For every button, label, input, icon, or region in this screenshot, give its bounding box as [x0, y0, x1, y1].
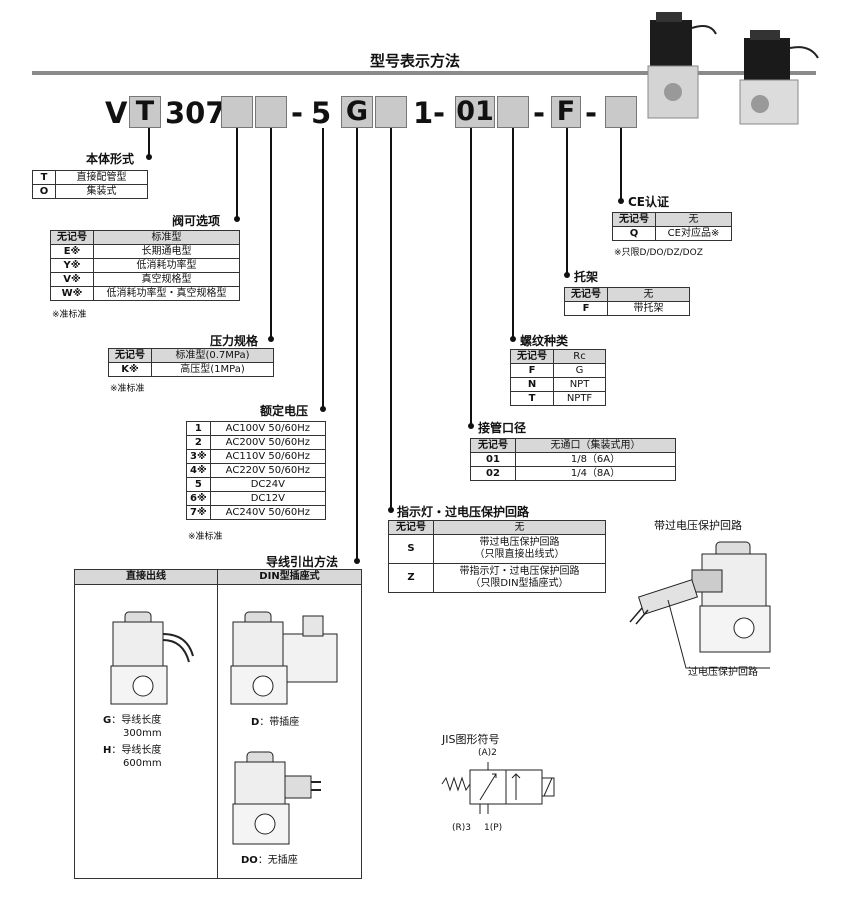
leader-dot — [510, 336, 516, 342]
leader-dot — [354, 558, 360, 564]
code-thread-box — [497, 96, 529, 128]
lead-wire-label: 导线引出方法 — [266, 555, 339, 569]
h-caption: H：导线长度 600mm — [103, 745, 162, 769]
jis-valve-symbol — [441, 762, 555, 814]
din-no-connector-valve-image — [232, 751, 321, 845]
leader-line — [470, 128, 472, 424]
code-dash: - — [533, 96, 546, 130]
valve-option-table: 无记号标准型 E※长期通电型 Y※低消耗功率型 V※真空规格型 W※低消耗功率型… — [50, 230, 240, 301]
leader-line — [236, 128, 238, 220]
product-photo — [647, 12, 819, 125]
leader-dot — [388, 507, 394, 513]
leader-dot — [564, 272, 570, 278]
leader-dot — [468, 423, 474, 429]
surge-title: 带过电压保护回路 — [654, 519, 742, 532]
lead-wire-col-header: 直接出线 — [75, 570, 217, 585]
leader-line — [620, 128, 622, 200]
thread-label: 螺纹种类 — [520, 334, 569, 348]
grommet-valve-image — [110, 611, 194, 705]
code-dash: - — [291, 96, 304, 130]
indicator-label: 指示灯・过电压保护回路 — [397, 505, 530, 519]
lead-wire-col-header: DIN型插座式 — [218, 570, 361, 585]
code-dash: - — [585, 96, 598, 130]
port-label: 接管口径 — [478, 421, 527, 435]
code-ce-box — [605, 96, 637, 128]
pressure-label: 压力规格 — [210, 334, 259, 348]
jis-title: JIS图形符号 — [442, 733, 500, 746]
code-indicator-box — [375, 96, 407, 128]
bracket-label: 托架 — [574, 270, 599, 284]
leader-dot — [268, 336, 274, 342]
code-lead-wire: G — [341, 96, 373, 128]
surge-callout: 过电压保护回路 — [688, 667, 758, 678]
valve-option-label: 阀可选项 — [172, 214, 221, 228]
valve-option-note: ※准标准 — [52, 310, 87, 320]
jis-port-a: (A)2 — [478, 748, 497, 758]
page-title: 型号表示方法 — [370, 52, 461, 70]
code-dash: - — [433, 96, 446, 130]
leader-dot — [618, 198, 624, 204]
pressure-note: ※准标准 — [110, 384, 145, 394]
din-valve-image — [230, 611, 338, 705]
leader-line — [322, 128, 324, 410]
code-voltage: 5 — [311, 96, 332, 130]
body-type-label: 本体形式 — [86, 152, 135, 166]
leader-line — [390, 128, 392, 510]
pressure-table: 无记号标准型(0.7MPa) K※高压型(1MPa) — [108, 348, 274, 377]
ce-note: ※只限D/DO/DZ/DOZ — [614, 248, 703, 258]
voltage-note: ※准标准 — [188, 532, 223, 542]
title-rule — [32, 71, 816, 75]
d-caption: D：带插座 — [251, 717, 300, 728]
leader-line — [270, 128, 272, 340]
divider — [217, 570, 218, 878]
leader-line — [356, 128, 358, 562]
g-caption: G：导线长度 300mm — [103, 715, 162, 739]
code-port-size: 01 — [455, 96, 495, 128]
do-caption: DO：无插座 — [241, 855, 298, 866]
leader-dot — [320, 406, 326, 412]
code-valve-option-box — [221, 96, 253, 128]
ce-label: CE认证 — [628, 195, 670, 209]
code-series: 307 — [165, 96, 226, 130]
leader-dot — [234, 216, 240, 222]
code-body-type: T — [129, 96, 161, 128]
leader-line — [566, 128, 568, 274]
code-one: 1 — [413, 96, 434, 130]
surge-protection-image — [629, 541, 771, 669]
leader-line — [148, 128, 150, 158]
voltage-label: 额定电压 — [260, 404, 309, 418]
code-prefix: V — [105, 96, 128, 130]
jis-port-r: (R)3 — [452, 823, 472, 833]
lead-wire-panel: 直接出线 DIN型插座式 G：导线长度 300mm H：导线长度 600mm D… — [74, 569, 362, 879]
leader-dot — [146, 154, 152, 160]
jis-port-p: 1(P) — [484, 823, 503, 833]
code-bracket: F — [551, 96, 581, 128]
leader-line — [512, 128, 514, 338]
code-pressure-box — [255, 96, 287, 128]
